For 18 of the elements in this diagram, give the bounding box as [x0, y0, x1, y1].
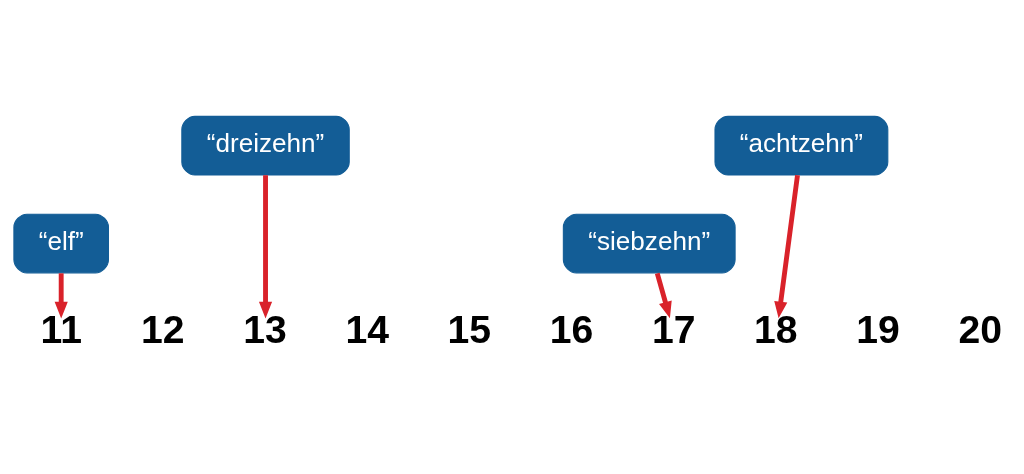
node-box: “siebzehn”: [562, 213, 736, 274]
node-text: 15: [447, 308, 492, 352]
node-text: 14: [345, 308, 389, 352]
arrow: [258, 175, 273, 319]
node-text: 20: [958, 308, 1002, 352]
node-text: 18: [754, 308, 798, 352]
node-box: “achtzehn”: [714, 115, 889, 176]
node-text: 19: [856, 308, 900, 352]
node-text: 13: [243, 308, 287, 352]
arrow: [54, 273, 68, 319]
arrow: [654, 272, 672, 319]
arrow: [774, 174, 800, 319]
node-text: 16: [549, 308, 594, 352]
node-text: 17: [651, 308, 696, 352]
node-box: “elf”: [13, 213, 109, 274]
node-text: 12: [141, 308, 185, 352]
node-text: 11: [40, 308, 82, 352]
node-box: “dreizehn”: [181, 115, 350, 176]
